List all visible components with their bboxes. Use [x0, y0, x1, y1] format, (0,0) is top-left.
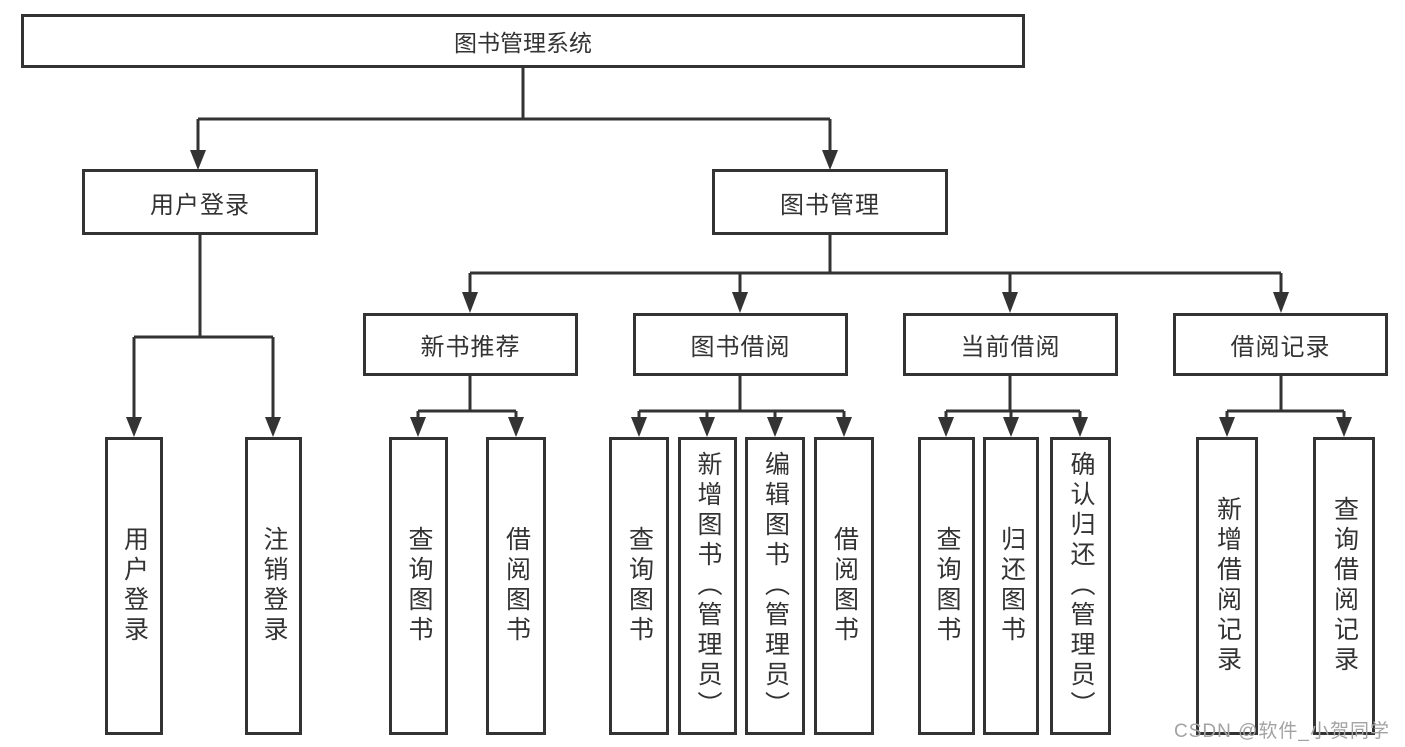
arrowhead-down-icon: [822, 150, 838, 170]
connector-current-borrow: [944, 376, 1082, 419]
watermark: CSDN @软件_小贺同学: [1174, 721, 1390, 742]
arrowhead-down-icon: [190, 150, 206, 170]
arrowhead-down-icon: [767, 417, 783, 437]
node-root: 图书管理系统: [21, 14, 1025, 68]
leaf-query-books-recommend: 查询图书: [389, 437, 448, 735]
arrowhead-down-icon: [631, 417, 647, 437]
leaf-return-books: 归还图书: [983, 437, 1039, 735]
arrowhead-down-icon: [1273, 292, 1289, 313]
arrowhead-down-icon: [1002, 292, 1018, 313]
node-new-book-recommend: 新书推荐: [363, 313, 578, 376]
leaf-query-borrow-record: 查询借阅记录: [1313, 437, 1375, 735]
connector-book-borrow: [637, 376, 846, 419]
connector-book-management: [468, 233, 1283, 294]
connector-borrow-records: [1225, 376, 1346, 419]
leaf-add-borrow-record: 新增借阅记录: [1196, 437, 1258, 735]
leaf-borrow-books: 借阅图书: [814, 437, 874, 735]
arrowhead-down-icon: [699, 417, 715, 437]
leaf-logout: 注销登录: [245, 437, 302, 735]
connector-root: [196, 68, 832, 152]
leaf-user-login: 用户登录: [105, 437, 163, 735]
node-book-borrow: 图书借阅: [633, 313, 848, 376]
arrowhead-down-icon: [508, 417, 524, 437]
arrowhead-down-icon: [126, 417, 142, 437]
leaf-borrow-books-recommend: 借阅图书: [486, 437, 546, 735]
arrowhead-down-icon: [836, 417, 852, 437]
connector-user-login: [132, 235, 275, 419]
arrowhead-down-icon: [265, 417, 281, 437]
arrowhead-down-icon: [410, 417, 426, 437]
leaf-edit-books-admin: 编辑图书（管理员）: [745, 437, 805, 735]
arrowhead-down-icon: [1219, 417, 1235, 437]
arrowhead-down-icon: [462, 292, 478, 313]
node-user-login: 用户登录: [82, 169, 318, 235]
arrowhead-down-icon: [938, 417, 954, 437]
arrowhead-down-icon: [1072, 417, 1088, 437]
connector-new-book: [416, 376, 518, 419]
node-book-management: 图书管理: [712, 169, 948, 235]
leaf-query-books-current: 查询图书: [918, 437, 975, 735]
leaf-add-books-admin: 新增图书（管理员）: [678, 437, 737, 735]
node-borrow-records: 借阅记录: [1173, 313, 1388, 376]
leaf-confirm-return-admin: 确认归还（管理员）: [1050, 437, 1111, 735]
node-current-borrow: 当前借阅: [903, 313, 1118, 376]
arrowhead-down-icon: [732, 292, 748, 313]
arrowhead-down-icon: [1336, 417, 1352, 437]
leaf-query-books-borrow: 查询图书: [609, 437, 669, 735]
arrowhead-down-icon: [1003, 417, 1019, 437]
